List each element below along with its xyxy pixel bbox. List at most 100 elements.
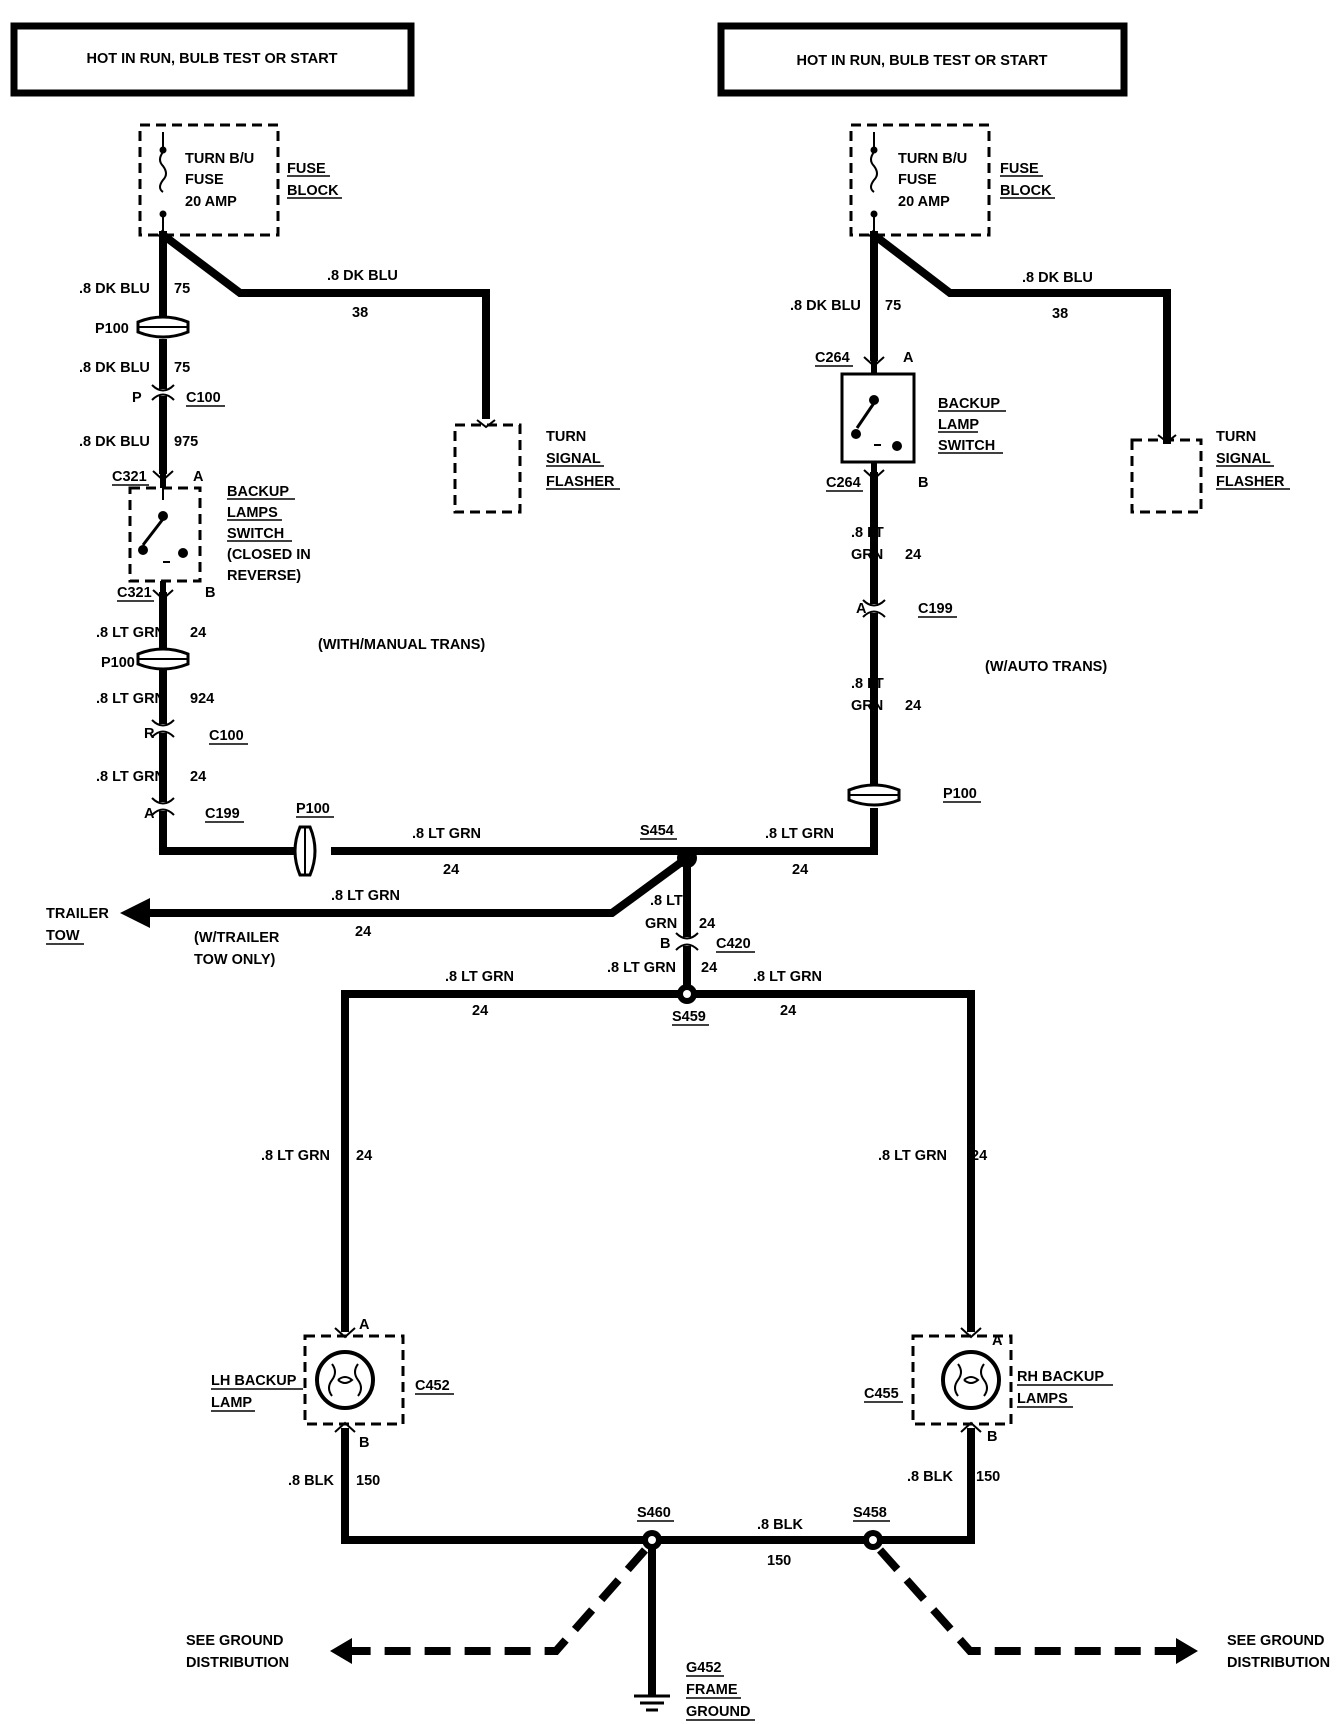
c321-connector-top bbox=[152, 466, 174, 488]
trailer-tow-wire bbox=[146, 852, 693, 917]
wire-label: .8 LT bbox=[851, 676, 884, 692]
circuit-number: 24 bbox=[472, 1003, 488, 1019]
c100-label: C100 bbox=[186, 390, 221, 406]
switch-label: SWITCH bbox=[938, 438, 995, 454]
backup-lamp-switch-right bbox=[840, 372, 916, 464]
pin-label: B bbox=[205, 585, 215, 601]
fuse-rating: 20 AMP bbox=[185, 194, 237, 210]
switch-contact-icon bbox=[855, 402, 876, 429]
switch-label: BACKUP bbox=[227, 484, 289, 500]
left-header-text: HOT IN RUN, BULB TEST OR START bbox=[86, 51, 337, 67]
trailer-tow-arrow-icon bbox=[120, 898, 150, 928]
wire-label: .8 LT GRN bbox=[261, 1148, 330, 1164]
wire-label: GRN bbox=[851, 547, 883, 563]
right-fuse-block-outline bbox=[849, 123, 991, 237]
circuit-number: 150 bbox=[767, 1553, 791, 1569]
left-fuse-block: TURN B/U FUSE 20 AMP FUSE BLOCK bbox=[138, 123, 342, 237]
pin-label: A bbox=[359, 1317, 370, 1333]
rh-backup-lamps bbox=[911, 1327, 1013, 1433]
pin-label: P bbox=[132, 390, 142, 406]
c199-label: C199 bbox=[918, 601, 953, 617]
wire-label: .8 BLK bbox=[288, 1473, 334, 1489]
switch-label: LAMPS bbox=[227, 505, 278, 521]
c264-connector-bottom bbox=[863, 462, 885, 481]
c264-label: C264 bbox=[826, 475, 861, 491]
wire-label: .8 LT GRN bbox=[412, 826, 481, 842]
right-power-header: HOT IN RUN, BULB TEST OR START bbox=[717, 22, 1128, 97]
circuit-number: 150 bbox=[356, 1473, 380, 1489]
pin-label: A bbox=[193, 469, 204, 485]
right-fuse-block: TURN B/U FUSE 20 AMP FUSE BLOCK bbox=[849, 123, 1055, 237]
c420-connector bbox=[675, 932, 699, 951]
c264-connector-top bbox=[863, 350, 885, 374]
ground-return-wire bbox=[341, 1428, 975, 1544]
turn-signal-flasher-left bbox=[453, 419, 522, 514]
ground-distribution-label: SEE GROUND bbox=[186, 1633, 284, 1649]
circuit-number: 24 bbox=[905, 698, 921, 714]
left-ground-distribution-wire bbox=[350, 1547, 649, 1655]
circuit-number: 975 bbox=[174, 434, 198, 450]
wire-label: .8 DK BLU bbox=[79, 434, 150, 450]
wire-label: .8 DK BLU bbox=[79, 281, 150, 297]
pin-label: B bbox=[987, 1429, 997, 1445]
switch-label: (CLOSED IN bbox=[227, 547, 311, 563]
circuit-number: 24 bbox=[355, 924, 371, 940]
flasher-label: TURN bbox=[546, 429, 586, 445]
turn-signal-flasher-right bbox=[1130, 434, 1203, 514]
trailer-tow-label: TOW bbox=[46, 928, 80, 944]
ground-distribution-label: DISTRIBUTION bbox=[1227, 1655, 1330, 1671]
manual-trans-note: (WITH/MANUAL TRANS) bbox=[318, 637, 485, 653]
c321-label: C321 bbox=[117, 585, 152, 601]
circuit-number: 75 bbox=[885, 298, 901, 314]
s460-label: S460 bbox=[637, 1505, 671, 1521]
switch-outline bbox=[840, 372, 916, 464]
circuit-number: 24 bbox=[443, 862, 459, 878]
wire-label: .8 LT GRN bbox=[96, 625, 165, 641]
circuit-number: 150 bbox=[976, 1469, 1000, 1485]
flasher-outline bbox=[1130, 438, 1203, 514]
lamp-outline bbox=[911, 1334, 1013, 1426]
flasher-label: SIGNAL bbox=[1216, 451, 1271, 467]
wire-label: GRN bbox=[645, 916, 677, 932]
wire-label: .8 BLK bbox=[907, 1469, 953, 1485]
rh-lamp-label: RH BACKUP bbox=[1017, 1369, 1104, 1385]
p100-label: P100 bbox=[943, 786, 977, 802]
wire-label: .8 LT bbox=[650, 893, 683, 909]
ground-distribution-label: SEE GROUND bbox=[1227, 1633, 1325, 1649]
lamp-outline bbox=[303, 1334, 405, 1426]
right-header-text: HOT IN RUN, BULB TEST OR START bbox=[796, 53, 1047, 69]
wire-label: .8 LT GRN bbox=[445, 969, 514, 985]
pin-label: A bbox=[992, 1333, 1003, 1349]
circuit-number: 24 bbox=[699, 916, 715, 932]
circuit-number: 24 bbox=[780, 1003, 796, 1019]
pin-label: A bbox=[903, 350, 914, 366]
switch-label: LAMP bbox=[938, 417, 979, 433]
left-circuit-wires bbox=[157, 229, 691, 855]
c321-connector-bottom bbox=[152, 581, 174, 601]
wire-label: .8 LT GRN bbox=[753, 969, 822, 985]
circuit-number: 38 bbox=[1052, 306, 1068, 322]
flasher-label: FLASHER bbox=[1216, 474, 1285, 490]
flasher-label: SIGNAL bbox=[546, 451, 601, 467]
p100-label: P100 bbox=[296, 801, 330, 817]
pin-label: A bbox=[856, 601, 867, 617]
fuse-name: TURN B/U bbox=[185, 151, 254, 167]
ground-symbol-icon bbox=[634, 1694, 670, 1712]
wire-label: .8 DK BLU bbox=[327, 268, 398, 284]
switch-outline bbox=[128, 486, 202, 583]
pin-label: R bbox=[144, 726, 155, 742]
rh-feed-wire bbox=[683, 990, 975, 1332]
s458-splice bbox=[863, 1530, 883, 1550]
fuse-element-icon bbox=[159, 151, 167, 193]
bulb-icon bbox=[941, 1350, 1001, 1410]
fuse-block-label-2: BLOCK bbox=[1000, 183, 1052, 199]
c100-connector-left-bottom bbox=[151, 719, 175, 738]
wire-label: .8 LT GRN bbox=[96, 691, 165, 707]
lh-backup-lamp bbox=[303, 1327, 405, 1433]
g452-label: G452 bbox=[686, 1660, 721, 1676]
bulb-icon bbox=[315, 1350, 375, 1410]
circuit-number: 24 bbox=[190, 625, 206, 641]
fuse-element-icon bbox=[870, 151, 878, 193]
fuse-block-label-2: BLOCK bbox=[287, 183, 339, 199]
